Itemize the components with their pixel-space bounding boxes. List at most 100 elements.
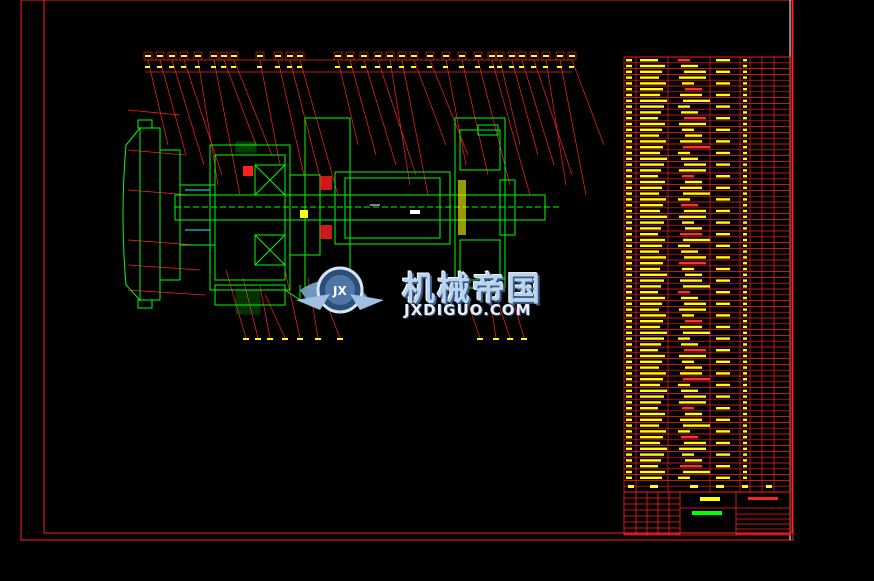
- parts-list-row: [626, 117, 747, 120]
- callout-balloon: [295, 51, 305, 68]
- callout-balloon: [155, 51, 165, 68]
- callout-balloon: [167, 51, 177, 68]
- parts-list-row: [626, 459, 747, 462]
- parts-list-row: [626, 105, 747, 108]
- callout-balloon: [282, 338, 288, 340]
- parts-list-row: [626, 331, 747, 334]
- parts-list-row: [626, 372, 747, 375]
- callout-balloon: [555, 51, 565, 68]
- parts-list-row: [626, 285, 747, 288]
- parts-list-row: [626, 64, 747, 68]
- callout-balloon: [219, 51, 229, 68]
- callout-balloon: [397, 51, 407, 68]
- callout-balloon: [297, 338, 303, 340]
- callout-balloon: [541, 51, 551, 68]
- parts-list-row: [626, 296, 747, 300]
- parts-list-row: [626, 279, 747, 282]
- callout-balloon: [521, 338, 527, 340]
- parts-list-entries: [626, 59, 747, 479]
- parts-list-row: [626, 250, 747, 253]
- callout-balloon: [337, 338, 343, 340]
- watermark-logo: JX: [296, 266, 384, 314]
- callout-balloon: [373, 51, 383, 68]
- parts-list-row: [626, 146, 747, 149]
- parts-list-row: [626, 256, 747, 259]
- parts-list-row: [626, 337, 747, 340]
- parts-list-row: [626, 99, 747, 102]
- parts-list-row: [626, 412, 747, 416]
- parts-list-row: [626, 308, 747, 311]
- callout-balloon: [425, 51, 435, 68]
- callout-balloon: [285, 51, 295, 68]
- parts-list-row: [626, 215, 747, 218]
- callout-balloon: [333, 51, 343, 68]
- parts-list-table: [623, 56, 791, 493]
- parts-list-row: [626, 430, 747, 433]
- parts-list-row: [626, 169, 747, 172]
- parts-list-row: [626, 383, 747, 387]
- callout-balloon: [229, 51, 239, 68]
- callout-balloon: [473, 51, 483, 68]
- leader-lines: [127, 59, 605, 339]
- parts-list-row: [626, 88, 747, 91]
- callout-balloon: [243, 338, 249, 340]
- parts-list-row: [626, 151, 747, 155]
- callout-balloon: [255, 338, 261, 340]
- parts-list-row: [626, 76, 747, 79]
- parts-list-row: [626, 262, 747, 265]
- parts-list-row: [626, 407, 747, 410]
- inner-frame: [43, 0, 793, 534]
- callout-balloon: [255, 51, 265, 68]
- parts-list-row: [626, 186, 747, 189]
- parts-list-row: [626, 59, 747, 62]
- parts-list-row: [626, 204, 747, 207]
- outer-frame: [20, 0, 794, 541]
- parts-list-row: [626, 366, 747, 369]
- parts-list-row: [626, 424, 747, 427]
- parts-list-row: [626, 244, 747, 247]
- parts-list-row: [626, 93, 747, 97]
- parts-list-row: [626, 238, 747, 242]
- callout-balloon: [359, 51, 369, 68]
- parts-list-row: [626, 343, 747, 346]
- parts-list-row: [626, 273, 747, 276]
- parts-list-row: [626, 314, 747, 317]
- callout-balloon: [495, 51, 505, 68]
- parts-list-row: [626, 163, 747, 166]
- parts-list-row: [626, 267, 747, 271]
- callout-balloon: [457, 51, 467, 68]
- assembly-drawing: [122, 117, 560, 315]
- watermark-url: JXDIGUO.COM: [404, 301, 532, 319]
- callout-balloon: [315, 338, 321, 340]
- parts-list-row: [626, 157, 747, 160]
- callout-balloon: [517, 51, 527, 68]
- parts-list-row: [626, 180, 747, 184]
- part-number-balloons: [143, 51, 577, 340]
- parts-list-row: [626, 378, 747, 381]
- callout-balloon: [143, 51, 153, 68]
- parts-list-row: [626, 227, 747, 230]
- parts-list-row: [626, 233, 747, 236]
- parts-list-row: [626, 291, 747, 294]
- parts-list-row: [626, 302, 747, 305]
- parts-list-row: [626, 349, 747, 352]
- parts-list-row: [626, 320, 747, 323]
- callout-balloon: [529, 51, 539, 68]
- drawing-accents: [185, 166, 466, 239]
- watermark-chinese: 机械帝国: [402, 269, 542, 308]
- parts-list-row: [626, 122, 747, 126]
- parts-list-row: [626, 447, 747, 450]
- parts-list-row: [626, 441, 747, 445]
- parts-list-row: [626, 70, 747, 73]
- parts-list-row: [626, 436, 747, 439]
- watermark-badge: JX: [332, 284, 347, 298]
- parts-list-row: [626, 209, 747, 213]
- parts-list-row: [626, 221, 747, 224]
- parts-list-row: [626, 134, 747, 137]
- parts-list-row: [626, 465, 747, 468]
- parts-list-row: [626, 395, 747, 398]
- callout-balloon: [409, 51, 419, 68]
- parts-list-row: [626, 325, 747, 329]
- callout-balloon: [273, 51, 283, 68]
